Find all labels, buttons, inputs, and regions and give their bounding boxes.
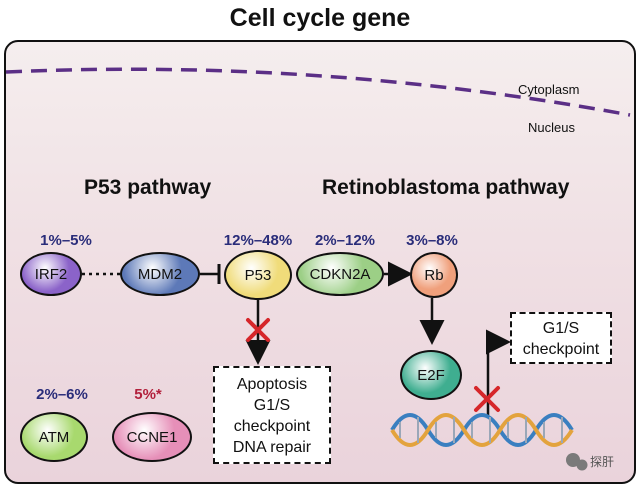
rb-pathway-heading: Retinoblastoma pathway — [322, 176, 570, 199]
checkpoint-box: G1/S checkpoint — [510, 312, 612, 364]
rb-node: Rb — [410, 252, 458, 298]
checkpoint-line-checkpoint: checkpoint — [522, 341, 600, 358]
nucleus-label: Nucleus — [528, 120, 575, 135]
outcome-line-dna-repair: DNA repair — [232, 439, 312, 456]
p53-block-mark — [246, 318, 270, 342]
cdkn2a-label: CDKN2A — [309, 265, 371, 283]
e2f-node: E2F — [400, 350, 462, 400]
rb-frequency: 3%–8% — [406, 232, 458, 249]
atm-label: ATM — [38, 428, 70, 446]
atm-node: ATM — [20, 412, 88, 462]
atm-frequency: 2%–6% — [36, 386, 88, 403]
e2f-label: E2F — [417, 366, 445, 384]
e2f-checkpoint-arrow — [486, 329, 511, 418]
ccne1-frequency: 5%* — [134, 386, 162, 403]
irf2-label: IRF2 — [34, 265, 68, 283]
mdm2-label: MDM2 — [137, 265, 183, 283]
outcome-box: Apoptosis G1/S checkpoint DNA repair — [213, 366, 331, 464]
p53-node: P53 — [224, 250, 292, 300]
watermark-text: 探肝 — [590, 455, 615, 469]
membrane-line — [5, 67, 631, 117]
cdkn2a-node: CDKN2A — [296, 252, 384, 296]
irf2-node: IRF2 — [20, 252, 82, 296]
p53-frequency: 12%–48% — [223, 232, 293, 249]
ccne1-label: CCNE1 — [126, 428, 178, 446]
dna-helix-icon — [390, 413, 574, 447]
cdkn2a-frequency: 2%–12% — [314, 232, 376, 249]
outcome-line-apoptosis: Apoptosis — [236, 376, 308, 393]
figure-title: Cell cycle gene — [229, 4, 411, 32]
irf2-frequency: 1%–5% — [40, 232, 92, 249]
rb-label: Rb — [424, 266, 444, 284]
outcome-line-checkpoint: checkpoint — [233, 418, 311, 435]
checkpoint-line-g1s: G1/S — [542, 320, 580, 337]
p53-label: P53 — [244, 266, 272, 284]
p53-pathway-heading: P53 pathway — [84, 176, 212, 199]
e2f-block-mark — [474, 386, 500, 412]
outcome-line-g1s: G1/S — [253, 397, 291, 414]
mdm2-node: MDM2 — [120, 252, 200, 296]
ccne1-node: CCNE1 — [112, 412, 192, 462]
cytoplasm-label: Cytoplasm — [518, 82, 580, 97]
